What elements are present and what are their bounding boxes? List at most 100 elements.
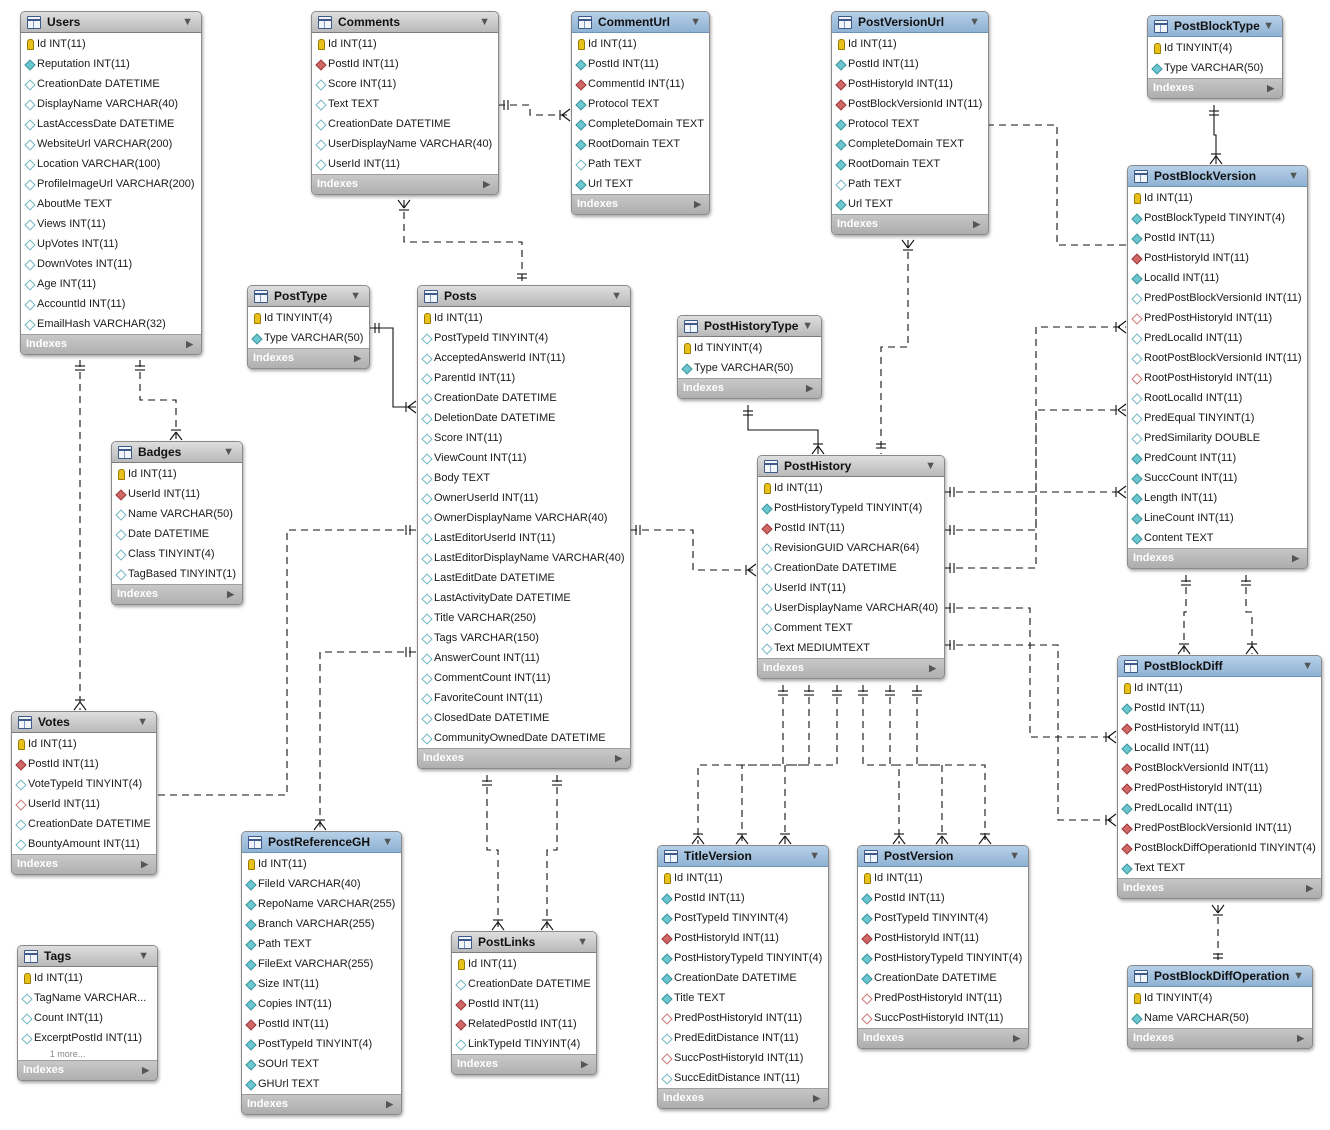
collapse-arrow-icon[interactable]: ▼ <box>138 950 149 962</box>
column-row[interactable]: BountyAmount INT(11) <box>12 834 156 854</box>
column-row[interactable]: Text TEXT <box>1118 858 1321 878</box>
indexes-section[interactable]: Indexes▶ <box>1118 878 1321 898</box>
column-row[interactable]: PredPostHistoryId INT(11) <box>1118 778 1321 798</box>
collapse-arrow-icon[interactable]: ▼ <box>223 446 234 458</box>
table-header[interactable]: PostBlockVersion▼ <box>1128 166 1307 187</box>
indexes-section[interactable]: Indexes▶ <box>1128 1028 1312 1048</box>
expand-arrow-icon[interactable]: ▶ <box>1013 1033 1020 1043</box>
column-row[interactable]: PostId INT(11) <box>658 888 828 908</box>
column-row[interactable]: SuccPostHistoryId INT(11) <box>858 1008 1028 1028</box>
expand-arrow-icon[interactable]: ▶ <box>1297 1033 1304 1043</box>
collapse-arrow-icon[interactable]: ▼ <box>969 16 980 28</box>
column-row[interactable]: RootLocalId INT(11) <box>1128 388 1307 408</box>
column-row[interactable]: PredPostBlockVersionId INT(11) <box>1118 818 1321 838</box>
column-row[interactable]: CommunityOwnedDate DATETIME <box>418 728 630 748</box>
collapse-arrow-icon[interactable]: ▼ <box>1293 970 1304 982</box>
collapse-arrow-icon[interactable]: ▼ <box>1288 170 1299 182</box>
column-row[interactable]: Views INT(11) <box>21 214 201 234</box>
column-row[interactable]: CompleteDomain TEXT <box>572 114 709 134</box>
indexes-section[interactable]: Indexes▶ <box>248 348 369 368</box>
column-row[interactable]: FavoriteCount INT(11) <box>418 688 630 708</box>
column-row[interactable]: PostId INT(11) <box>12 754 156 774</box>
table-header[interactable]: Users▼ <box>21 12 201 33</box>
column-row[interactable]: Id INT(11) <box>312 34 498 54</box>
table-header[interactable]: PostType▼ <box>248 286 369 307</box>
column-row[interactable]: Protocol TEXT <box>832 114 988 134</box>
column-row[interactable]: PredLocalId INT(11) <box>1128 328 1307 348</box>
table-users[interactable]: Users▼Id INT(11)Reputation INT(11)Creati… <box>20 11 202 355</box>
column-row[interactable]: VoteTypeId TINYINT(4) <box>12 774 156 794</box>
table-titleversion[interactable]: TitleVersion▼Id INT(11)PostId INT(11)Pos… <box>657 845 829 1109</box>
indexes-section[interactable]: Indexes▶ <box>678 378 821 398</box>
column-row[interactable]: FileId VARCHAR(40) <box>242 874 401 894</box>
column-row[interactable]: PostHistoryId INT(11) <box>1118 718 1321 738</box>
column-row[interactable]: Id INT(11) <box>242 854 401 874</box>
table-header[interactable]: PostBlockType▼ <box>1148 16 1282 37</box>
column-row[interactable]: UserDisplayName VARCHAR(40) <box>312 134 498 154</box>
column-row[interactable]: RepoName VARCHAR(255) <box>242 894 401 914</box>
column-row[interactable]: CommentCount INT(11) <box>418 668 630 688</box>
column-row[interactable]: Protocol TEXT <box>572 94 709 114</box>
column-row[interactable]: Length INT(11) <box>1128 488 1307 508</box>
indexes-section[interactable]: Indexes▶ <box>858 1028 1028 1048</box>
column-row[interactable]: CreationDate DATETIME <box>418 388 630 408</box>
column-row[interactable]: Location VARCHAR(100) <box>21 154 201 174</box>
collapse-arrow-icon[interactable]: ▼ <box>350 290 361 302</box>
column-row[interactable]: SOUrl TEXT <box>242 1054 401 1074</box>
column-row[interactable]: Size INT(11) <box>242 974 401 994</box>
column-row[interactable]: DownVotes INT(11) <box>21 254 201 274</box>
column-row[interactable]: SuccPostHistoryId INT(11) <box>658 1048 828 1068</box>
column-row[interactable]: GHUrl TEXT <box>242 1074 401 1094</box>
column-row[interactable]: RevisionGUID VARCHAR(64) <box>758 538 944 558</box>
column-row[interactable]: PostId INT(11) <box>572 54 709 74</box>
column-row[interactable]: Type VARCHAR(50) <box>678 358 821 378</box>
column-row[interactable]: SuccEditDistance INT(11) <box>658 1068 828 1088</box>
column-row[interactable]: Id TINYINT(4) <box>1148 38 1282 58</box>
table-postblockdiffoperation[interactable]: PostBlockDiffOperation▼Id TINYINT(4)Name… <box>1127 965 1313 1049</box>
column-row[interactable]: Text MEDIUMTEXT <box>758 638 944 658</box>
column-row[interactable]: ViewCount INT(11) <box>418 448 630 468</box>
column-row[interactable]: PostBlockTypeId TINYINT(4) <box>1128 208 1307 228</box>
column-row[interactable]: Id TINYINT(4) <box>678 338 821 358</box>
column-row[interactable]: UserId INT(11) <box>12 794 156 814</box>
table-posthistorytype[interactable]: PostHistoryType▼Id TINYINT(4)Type VARCHA… <box>677 315 822 399</box>
table-header[interactable]: CommentUrl▼ <box>572 12 709 33</box>
table-header[interactable]: Votes▼ <box>12 712 156 733</box>
column-row[interactable]: Path TEXT <box>242 934 401 954</box>
column-row[interactable]: AccountId INT(11) <box>21 294 201 314</box>
expand-arrow-icon[interactable]: ▶ <box>581 1059 588 1069</box>
column-row[interactable]: PostId INT(11) <box>858 888 1028 908</box>
column-row[interactable]: PostHistoryId INT(11) <box>832 74 988 94</box>
table-comments[interactable]: Comments▼Id INT(11)PostId INT(11)Score I… <box>311 11 499 195</box>
column-row[interactable]: LastEditDate DATETIME <box>418 568 630 588</box>
column-row[interactable]: Name VARCHAR(50) <box>1128 1008 1312 1028</box>
indexes-section[interactable]: Indexes▶ <box>758 658 944 678</box>
column-row[interactable]: TagBased TINYINT(1) <box>112 564 242 584</box>
table-commenturl[interactable]: CommentUrl▼Id INT(11)PostId INT(11)Comme… <box>571 11 710 215</box>
column-row[interactable]: Comment TEXT <box>758 618 944 638</box>
table-header[interactable]: PostVersionUrl▼ <box>832 12 988 33</box>
column-row[interactable]: PostHistoryId INT(11) <box>658 928 828 948</box>
column-row[interactable]: PostId INT(11) <box>452 994 596 1014</box>
table-header[interactable]: Badges▼ <box>112 442 242 463</box>
expand-arrow-icon[interactable]: ▶ <box>142 1065 149 1075</box>
column-row[interactable]: Id INT(11) <box>832 34 988 54</box>
column-row[interactable]: UserId INT(11) <box>112 484 242 504</box>
column-row[interactable]: Id TINYINT(4) <box>248 308 369 328</box>
column-row[interactable]: Date DATETIME <box>112 524 242 544</box>
column-row[interactable]: Body TEXT <box>418 468 630 488</box>
column-row[interactable]: Id INT(11) <box>858 868 1028 888</box>
collapse-arrow-icon[interactable]: ▼ <box>577 936 588 948</box>
column-row[interactable]: PredEditDistance INT(11) <box>658 1028 828 1048</box>
table-header[interactable]: PostBlockDiffOperation▼ <box>1128 966 1312 987</box>
table-header[interactable]: PostVersion▼ <box>858 846 1028 867</box>
column-row[interactable]: Id INT(11) <box>1128 188 1307 208</box>
column-row[interactable]: Id INT(11) <box>12 734 156 754</box>
column-row[interactable]: Title VARCHAR(250) <box>418 608 630 628</box>
indexes-section[interactable]: Indexes▶ <box>1128 548 1307 568</box>
column-row[interactable]: ClosedDate DATETIME <box>418 708 630 728</box>
column-row[interactable]: Id INT(11) <box>418 308 630 328</box>
column-row[interactable]: PredPostHistoryId INT(11) <box>1128 308 1307 328</box>
column-row[interactable]: UserDisplayName VARCHAR(40) <box>758 598 944 618</box>
column-row[interactable]: Type VARCHAR(50) <box>1148 58 1282 78</box>
